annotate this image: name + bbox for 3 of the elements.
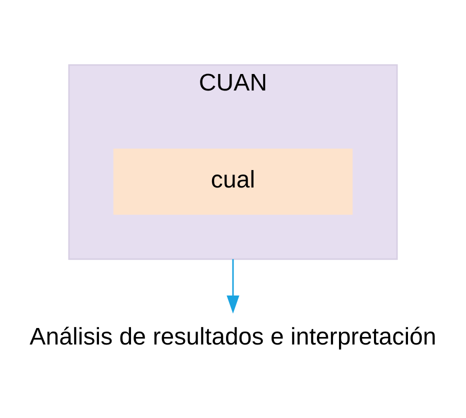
arrow bbox=[226, 258, 240, 314]
node-box: cual bbox=[113, 148, 353, 214]
node-text: Análisis de resultados e interpretación bbox=[30, 323, 436, 350]
